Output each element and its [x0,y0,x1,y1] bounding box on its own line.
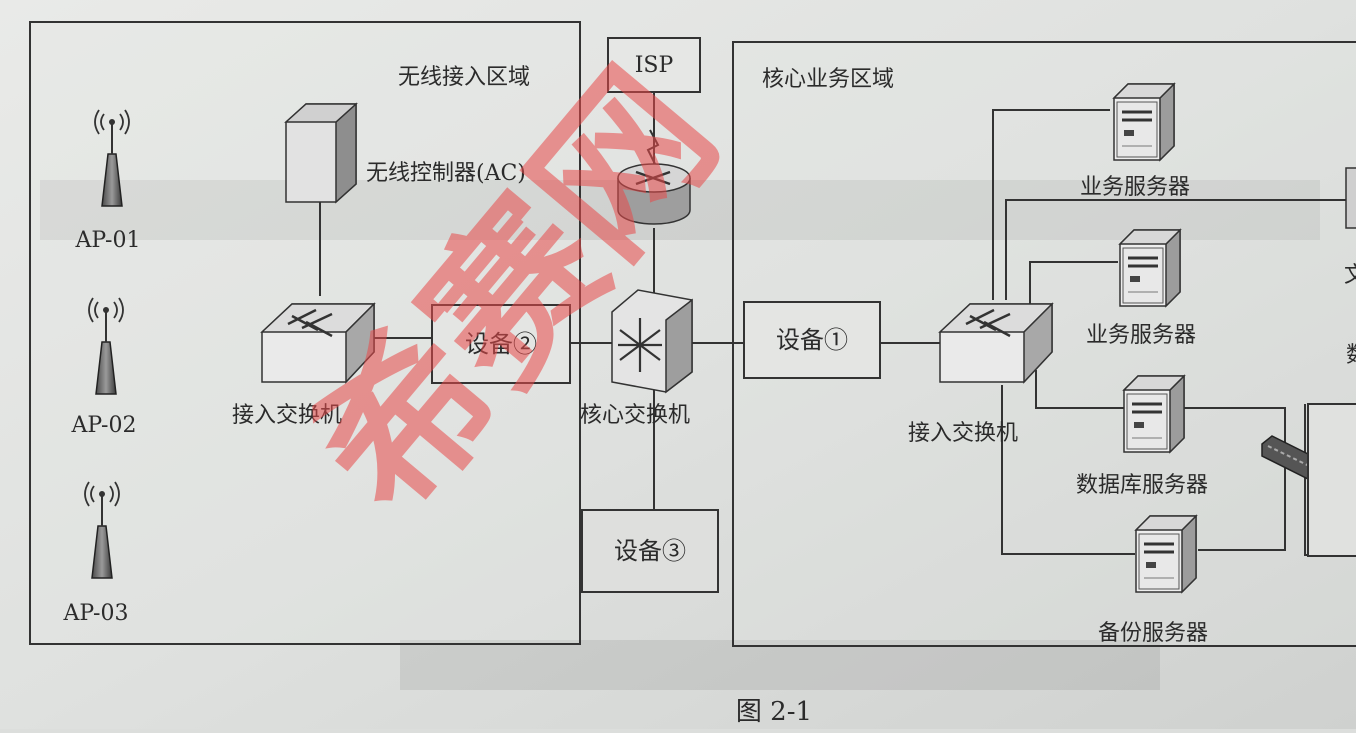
backup-server-label: 备份服务器 [1098,621,1208,646]
device3-label: 设备③ [614,537,686,565]
cut-off-label-1: 文 [1344,263,1356,288]
wireless-controller-icon [284,102,358,204]
figure-caption: 图 2-1 [736,697,812,727]
device3-box [581,509,719,593]
biz-server-1-icon [1112,82,1176,162]
access-switch-left-label: 接入交换机 [232,403,342,428]
biz-server-2-icon [1118,228,1182,308]
db-server-icon [1122,374,1186,454]
isp-label: ISP [635,53,674,78]
device2-box [431,304,571,384]
isp-node [607,37,701,93]
biz-server-2-label: 业务服务器 [1086,323,1196,348]
router-icon [617,129,691,225]
core-region-label: 核心业务区域 [762,67,894,92]
ac-label: 无线控制器(AC) [366,161,526,186]
cut-off-label-2: 数 [1346,343,1356,368]
biz-server-1-label: 业务服务器 [1080,175,1190,200]
access-switch-right-label: 接入交换机 [908,421,1018,446]
device1-label: 设备① [776,326,848,354]
core-switch-icon [611,289,693,394]
core-switch-label: 核心交换机 [580,403,690,428]
ap-03-label: AP-03 [63,601,129,626]
backup-server-icon [1134,514,1198,594]
ap-01-label: AP-01 [75,228,141,253]
wireless-region-label: 无线接入区域 [398,65,530,90]
device2-label: 设备② [465,330,537,358]
cut-off-device-icon [1307,167,1356,557]
access-switch-right-icon [938,302,1054,384]
ap-02-label: AP-02 [71,413,137,438]
device1-box [743,301,881,379]
db-server-label: 数据库服务器 [1076,473,1208,498]
